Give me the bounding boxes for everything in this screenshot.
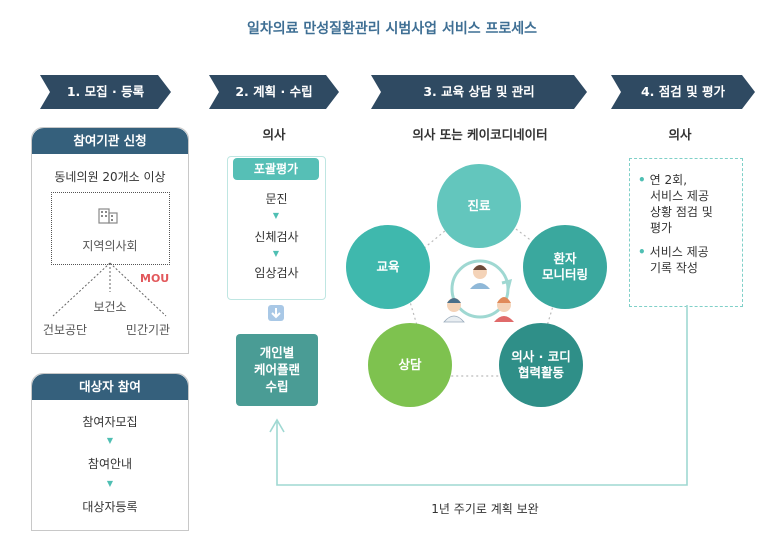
enrollment-item-3: 대상자등록 — [82, 500, 138, 514]
regional-association-label: 지역의사회 — [82, 239, 138, 253]
cycle-treatment: 진료 — [437, 164, 521, 248]
step-label-3: 3. 교육 상담 및 관리 — [423, 84, 535, 99]
care-plan-box: 개인별 케어플랜 수립 — [236, 334, 318, 406]
step-label-1: 1. 모집 · 등록 — [66, 84, 145, 99]
diagram-title: 일차의료 만성질환관리 시범사업 서비스 프로세스 — [247, 21, 537, 37]
care-plan-line-2: 케어플랜 — [253, 362, 300, 377]
assessment-box — [227, 156, 326, 300]
col4-actor: 의사 — [668, 127, 692, 142]
evaluation-item-2: •서비스 제공 기록 작성 — [638, 245, 709, 275]
feedback-label: 1년 주기로 계획 보완 — [431, 502, 539, 516]
care-plan-line-3: 수립 — [265, 379, 289, 394]
cycle-education: 교육 — [346, 225, 430, 309]
step-label-2: 2. 계획 · 수립 — [235, 84, 313, 99]
chevron-down-icon: ▼ — [272, 249, 280, 258]
chevron-down-icon: ▼ — [272, 211, 280, 220]
evaluation-box — [629, 158, 743, 307]
step-label-4: 4. 점검 및 평가 — [640, 84, 725, 99]
participation-header: 참여기관 신청 — [32, 128, 188, 154]
regional-association-box — [51, 192, 170, 265]
care-plan-line-1: 개인별 — [259, 345, 295, 360]
mou-label: MOU — [140, 272, 170, 285]
assessment-item-1: 문진 — [265, 192, 288, 206]
care-team-illustration — [443, 259, 514, 323]
enrollment-item-2: 참여안내 — [87, 457, 133, 471]
cycle-cooperation: 의사 · 코디 협력활동 — [499, 323, 583, 407]
participation-panel: 참여기관 신청 — [31, 127, 189, 354]
participation-condition: 동네의원 20개소 이상 — [54, 170, 166, 184]
assessment-item-3: 임상검사 — [254, 266, 299, 280]
enrollment-item-1: 참여자모집 — [82, 415, 138, 429]
col3-actor: 의사 또는 케이코디네이터 — [412, 127, 548, 142]
building-icon — [98, 206, 118, 228]
private-institution-label: 민간기관 — [125, 323, 171, 337]
assessment-header: 포괄평가 — [233, 158, 319, 180]
step-chevron-2: 2. 계획 · 수립 — [209, 75, 339, 109]
arrow-down-icon — [268, 305, 284, 321]
chevron-down-icon: ▼ — [106, 479, 114, 488]
step-chevron-3: 3. 교육 상담 및 관리 — [371, 75, 587, 109]
chevron-down-icon: ▼ — [106, 436, 114, 445]
feedback-loop-arrow — [269, 305, 688, 486]
step-chevron-4: 4. 점검 및 평가 — [611, 75, 755, 109]
evaluation-item-1: •연 2회, 서비스 제공 상황 점검 및 평가 — [638, 173, 713, 235]
assessment-item-2: 신체검사 — [254, 230, 299, 244]
enrollment-panel: 대상자 참여 — [31, 373, 189, 531]
cycle-monitoring: 환자 모니터링 — [523, 225, 607, 309]
mou-connector-lines — [52, 262, 167, 317]
health-center-label: 보건소 — [93, 300, 127, 314]
nhis-label: 건보공단 — [42, 323, 88, 337]
enrollment-header: 대상자 참여 — [32, 374, 188, 400]
cycle-counseling: 상담 — [368, 323, 452, 407]
col2-actor: 의사 — [262, 127, 286, 142]
step-chevron-1: 1. 모집 · 등록 — [40, 75, 171, 109]
